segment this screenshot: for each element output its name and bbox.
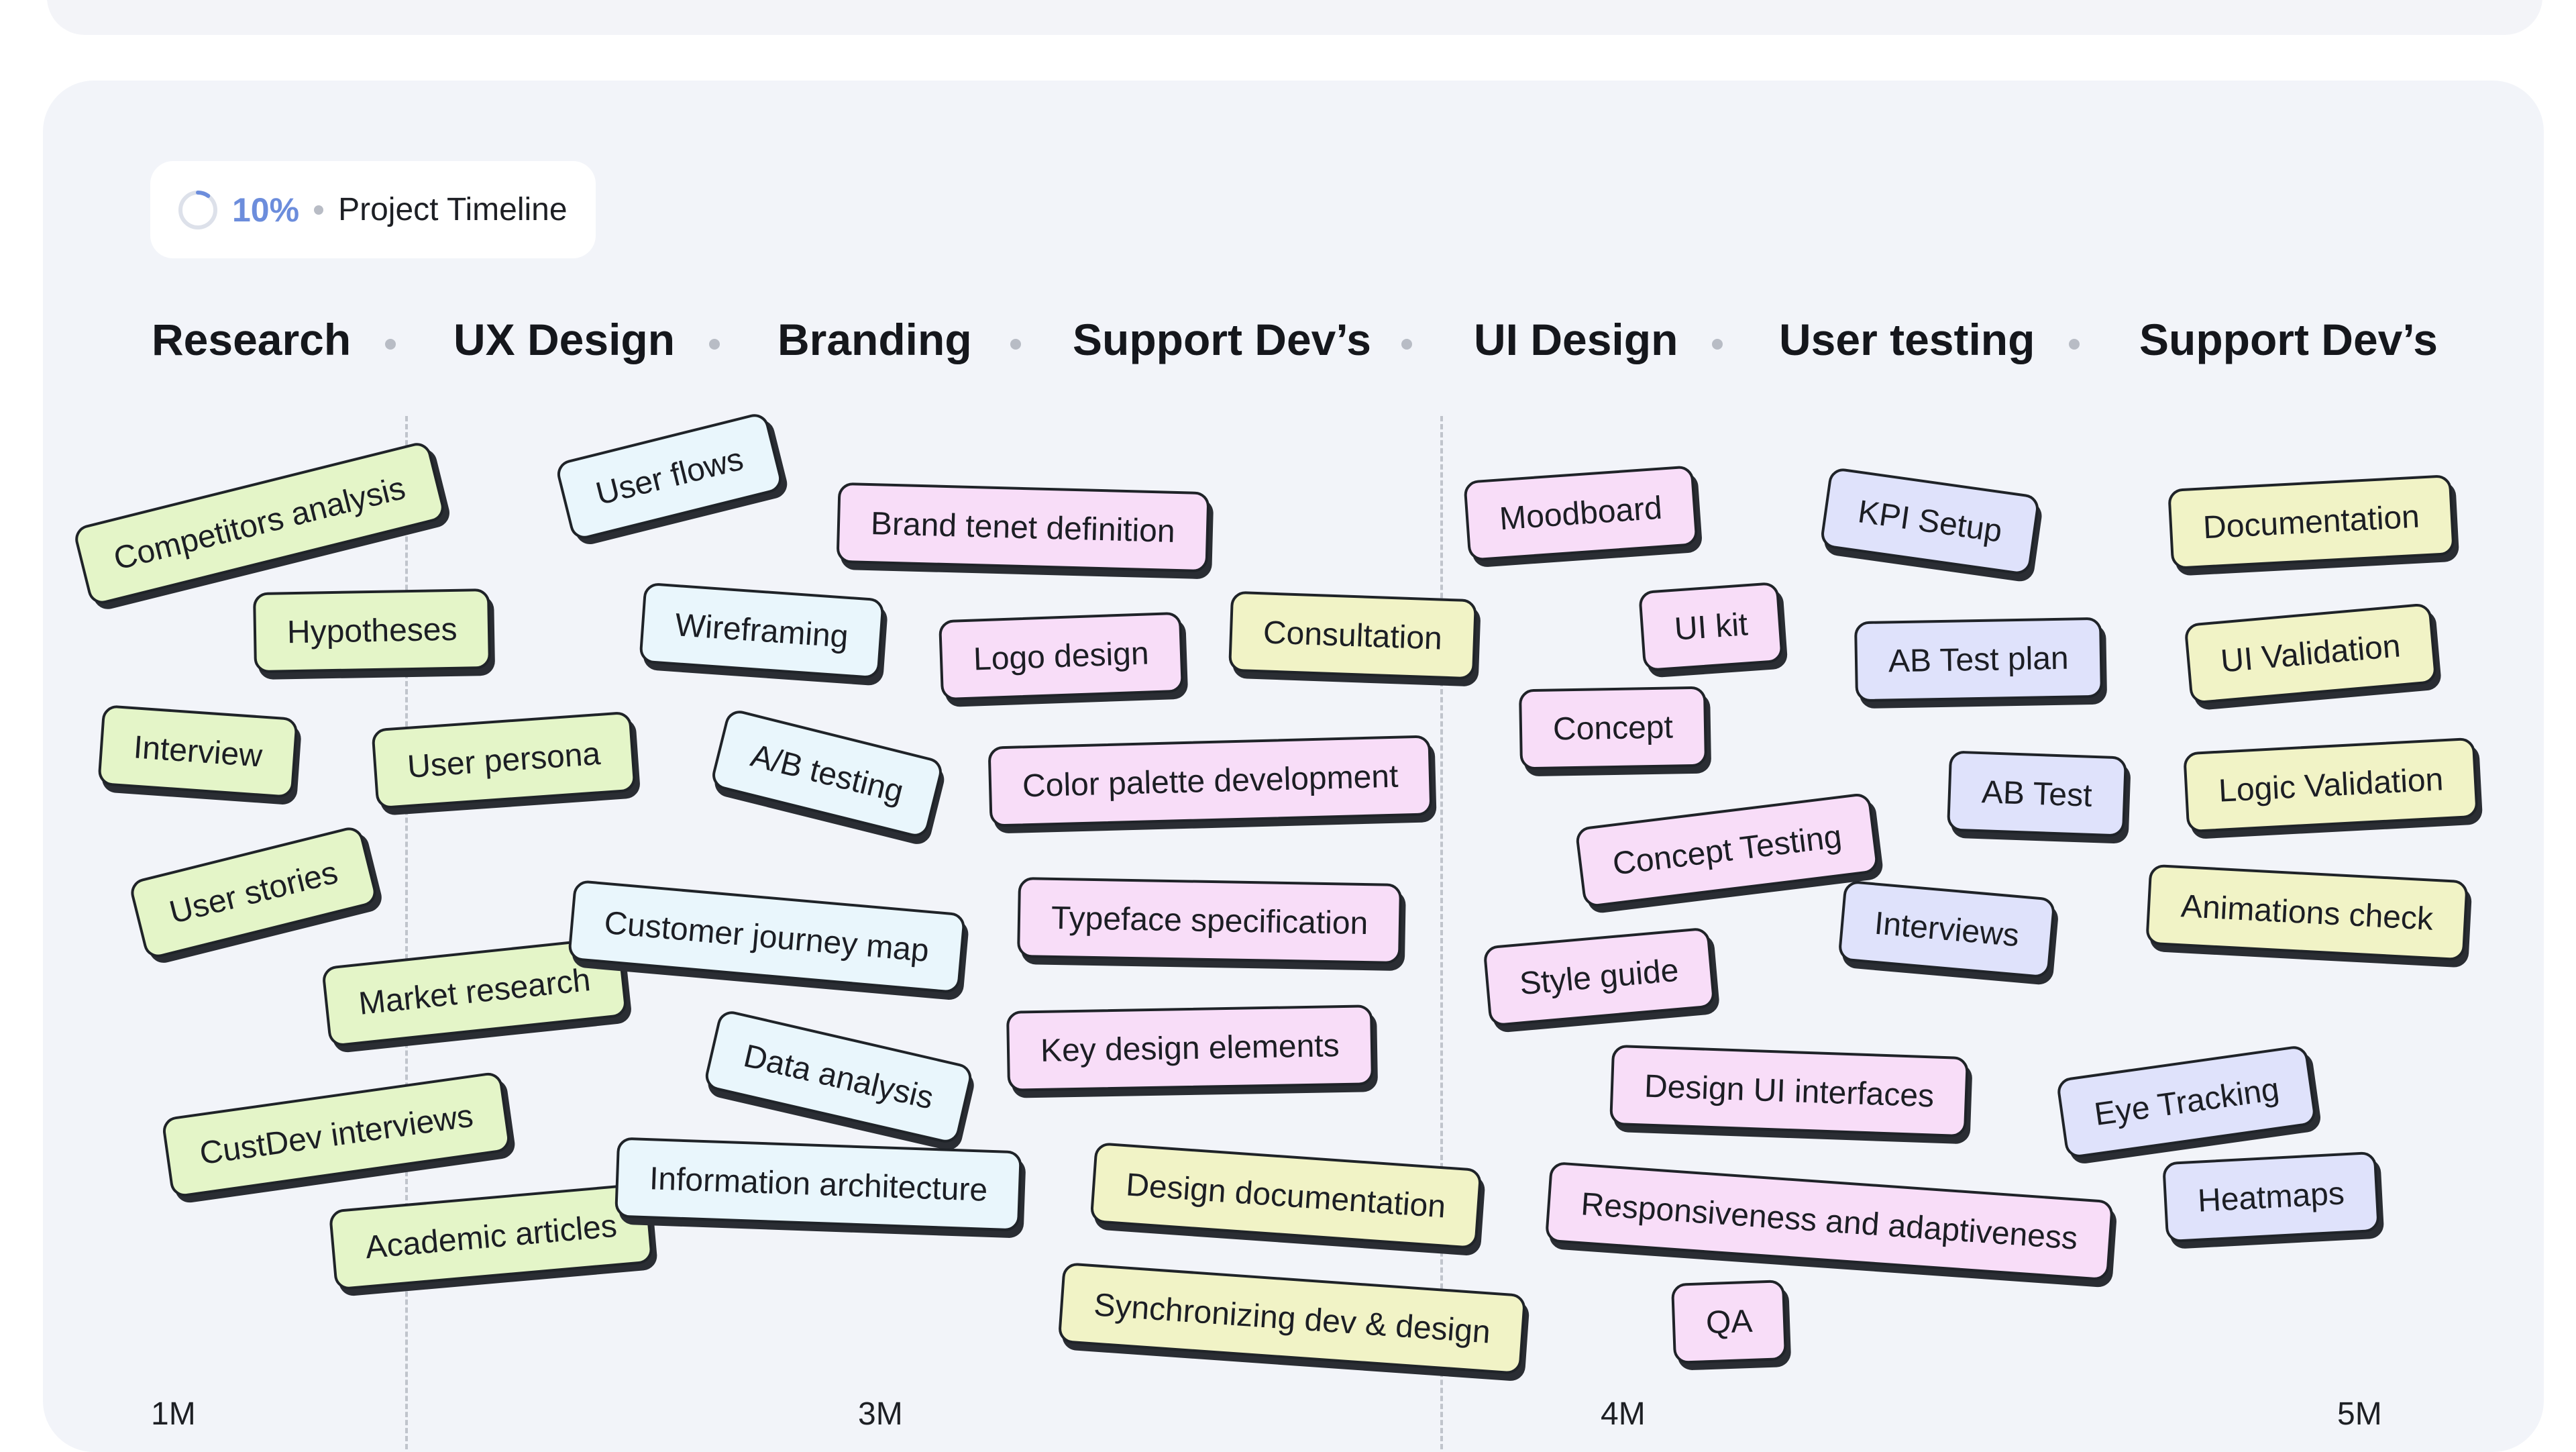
task-typeface-specification[interactable]: Typeface specification <box>1016 877 1403 964</box>
task-consultation[interactable]: Consultation <box>1228 590 1477 680</box>
previous-card-edge <box>47 0 2542 35</box>
task-user-flows[interactable]: User flows <box>554 411 785 542</box>
task-logic-validation[interactable]: Logic Validation <box>2183 737 2479 833</box>
separator-dot <box>314 205 324 215</box>
axis-label-5m: 5M <box>2337 1396 2382 1432</box>
task-interviews[interactable]: Interviews <box>1837 880 2056 979</box>
task-moodboard[interactable]: Moodboard <box>1463 465 1699 562</box>
task-hypotheses[interactable]: Hypotheses <box>252 588 492 674</box>
phase-separator <box>709 339 720 350</box>
progress-ring-icon <box>178 190 217 229</box>
task-user-stories[interactable]: User stories <box>127 824 380 961</box>
task-design-documentation[interactable]: Design documentation <box>1089 1141 1483 1250</box>
task-ab-testing[interactable]: A/B testing <box>709 707 945 840</box>
axis-label-3m: 3M <box>858 1396 903 1432</box>
task-brand-tenet-definition[interactable]: Brand tenet definition <box>836 482 1210 573</box>
task-ab-test-plan[interactable]: AB Test plan <box>1854 617 2103 703</box>
axis-label-4m: 4M <box>1601 1396 1646 1432</box>
task-user-persona[interactable]: User persona <box>371 711 637 810</box>
task-concept-testing[interactable]: Concept Testing <box>1574 792 1880 909</box>
month-divider <box>1440 416 1443 1449</box>
phase-separator <box>385 339 396 350</box>
task-logo-design[interactable]: Logo design <box>938 611 1184 701</box>
task-synchronizing-dev-design[interactable]: Synchronizing dev & design <box>1057 1261 1527 1376</box>
phase-separator <box>1712 339 1723 350</box>
task-animations-check[interactable]: Animations check <box>2145 864 2469 962</box>
phase-separator <box>1010 339 1021 350</box>
task-eye-tracking[interactable]: Eye Tracking <box>2055 1044 2318 1159</box>
project-title: Project Timeline <box>338 192 568 227</box>
task-responsiveness-and-adaptiveness[interactable]: Responsiveness and adaptiveness <box>1544 1161 2114 1282</box>
task-custdev-interviews[interactable]: CustDev interviews <box>161 1071 512 1198</box>
task-color-palette-development[interactable]: Color palette development <box>987 735 1433 827</box>
task-ui-kit[interactable]: UI kit <box>1638 581 1784 672</box>
task-documentation[interactable]: Documentation <box>2167 474 2455 570</box>
task-design-ui-interfaces[interactable]: Design UI interfaces <box>1609 1044 1970 1138</box>
month-divider <box>405 416 408 1449</box>
phase-ui-design[interactable]: UI Design <box>1474 315 1678 364</box>
axis-label-1m: 1M <box>151 1396 196 1432</box>
phase-support-devs-2[interactable]: Support Dev’s <box>2139 315 2438 364</box>
task-customer-journey-map[interactable]: Customer journey map <box>567 879 966 994</box>
task-academic-articles[interactable]: Academic articles <box>328 1182 654 1291</box>
task-concept[interactable]: Concept <box>1518 686 1707 770</box>
phase-separator <box>1401 339 1412 350</box>
task-qa[interactable]: QA <box>1670 1280 1788 1364</box>
phase-user-testing[interactable]: User testing <box>1779 315 2035 364</box>
phase-ux-design[interactable]: UX Design <box>453 315 676 364</box>
phase-support-devs-1[interactable]: Support Dev’s <box>1073 315 1371 364</box>
task-kpi-setup[interactable]: KPI Setup <box>1819 466 2041 576</box>
task-ab-test[interactable]: AB Test <box>1946 750 2127 837</box>
task-style-guide[interactable]: Style guide <box>1483 927 1716 1027</box>
phase-branding[interactable]: Branding <box>777 315 972 364</box>
phase-separator <box>2069 339 2080 350</box>
task-ui-validation[interactable]: UI Validation <box>2184 603 2438 705</box>
task-wireframing[interactable]: Wireframing <box>639 582 885 680</box>
task-key-design-elements[interactable]: Key design elements <box>1006 1004 1374 1092</box>
phase-research[interactable]: Research <box>152 315 352 364</box>
progress-percent: 10% <box>232 191 300 229</box>
timeline-board: 10% Project Timeline Research UX Design … <box>43 81 2544 1452</box>
task-heatmaps[interactable]: Heatmaps <box>2162 1151 2380 1243</box>
task-data-analysis[interactable]: Data analysis <box>702 1008 975 1146</box>
task-interview[interactable]: Interview <box>97 704 299 799</box>
project-progress-pill[interactable]: 10% Project Timeline <box>150 161 596 258</box>
task-information-architecture[interactable]: Information architecture <box>614 1137 1023 1232</box>
task-competitors-analysis[interactable]: Competitors analysis <box>72 439 447 607</box>
